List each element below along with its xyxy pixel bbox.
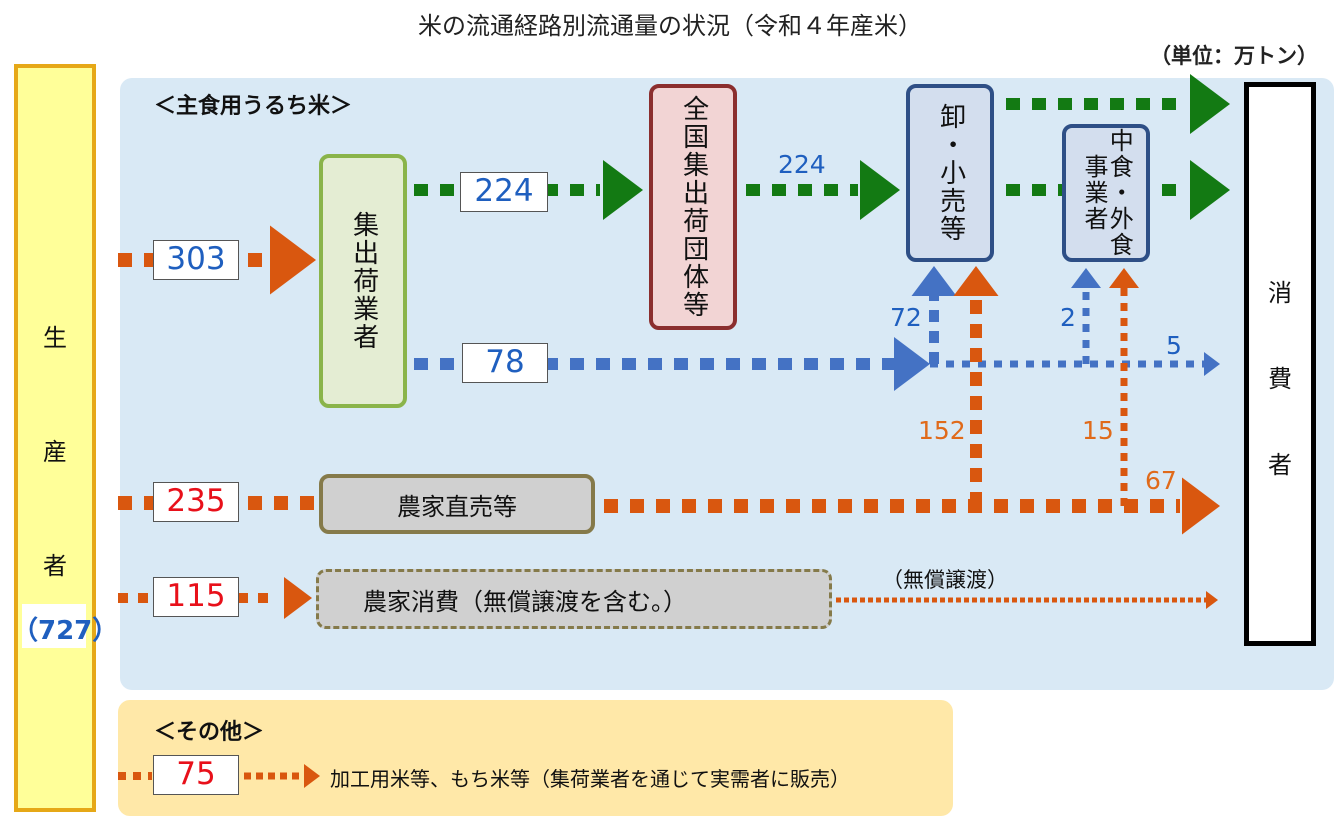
wholesale-retail-node: 卸・小売等: [906, 84, 994, 262]
flow-label-5: 5: [1166, 331, 1182, 360]
flow-label-2: 2: [1060, 303, 1076, 332]
flow-115-arrowhead: [284, 577, 312, 619]
consumer-char: 消: [1268, 279, 1292, 307]
flow-303-arrowhead: [270, 225, 316, 295]
flow-ws-consumer-2-arrowhead: [1190, 160, 1230, 220]
collector-node: 集出荷業者: [319, 154, 407, 408]
free-transfer-note: （無償譲渡）: [882, 568, 1008, 592]
value-box-75: 75: [153, 755, 239, 795]
flow-72-arrowhead: [911, 266, 957, 296]
value-box-115: 115: [153, 577, 239, 617]
producer-char: 者: [43, 552, 67, 580]
value-box-303: 303: [153, 240, 239, 280]
other-section-title: ＜その他＞: [154, 720, 265, 745]
national-label: 全国集出荷団体等: [678, 95, 709, 319]
national-collector-node: 全国集出荷団体等: [649, 84, 737, 330]
farmer-consumption-node: 農家消費（無償譲渡を含む。）: [316, 569, 832, 629]
flow-67-arrowhead: [1182, 477, 1220, 535]
consumer-column: 消 費 者: [1244, 82, 1316, 646]
unit-label: （単位：万トン）: [1150, 44, 1318, 68]
farmer-direct-sales-node: 農家直売等: [319, 474, 595, 534]
other-panel: ＜その他＞: [118, 700, 953, 816]
flow-75-arrowhead: [304, 764, 320, 788]
consumer-char: 者: [1268, 451, 1292, 479]
flow-label-72: 72: [890, 303, 922, 332]
wholesale-label: 卸・小売等: [935, 103, 966, 243]
flow-5-arrowhead: [1204, 352, 1220, 376]
page-title: 米の流通経路別流通量の状況（令和４年産米）: [418, 12, 922, 40]
value-box-78: 78: [462, 343, 548, 383]
value-box-235: 235: [153, 482, 239, 522]
flow-224a-arrowhead: [603, 160, 643, 220]
flow-224b-arrowhead: [860, 160, 900, 220]
flow-free-arrowhead: [1206, 591, 1218, 609]
farmer-consume-label: 農家消費（無償譲渡を含む。）: [363, 587, 687, 616]
flow-78-arrowhead: [894, 337, 930, 391]
producer-char: 産: [43, 438, 67, 466]
farmer-direct-label: 農家直売等: [397, 492, 517, 521]
flow-label-152: 152: [918, 416, 966, 445]
foodservice-node: 中食・外食事業者: [1062, 124, 1150, 262]
main-section-title: ＜主食用うるち米＞: [154, 94, 353, 119]
collector-label: 集出荷業者: [348, 211, 379, 351]
value-box-224: 224: [460, 172, 548, 212]
consumer-char: 費: [1268, 365, 1292, 393]
producer-column: 生 産 者: [14, 64, 96, 812]
producer-char: 生: [43, 324, 67, 352]
flow-152-arrowhead: [953, 266, 999, 296]
foodservice-label: 中食・外食事業者: [1080, 128, 1134, 258]
other-description: 加工用米等、もち米等（集荷業者を通じて実需者に販売）: [330, 767, 850, 791]
flow-label-224: 224: [778, 150, 826, 179]
flow-label-67: 67: [1145, 466, 1177, 495]
flow-ws-consumer-1-arrowhead: [1190, 74, 1230, 134]
flow-2-arrowhead: [1071, 268, 1101, 288]
flow-15-arrowhead: [1109, 268, 1139, 288]
flow-label-15: 15: [1082, 416, 1114, 445]
